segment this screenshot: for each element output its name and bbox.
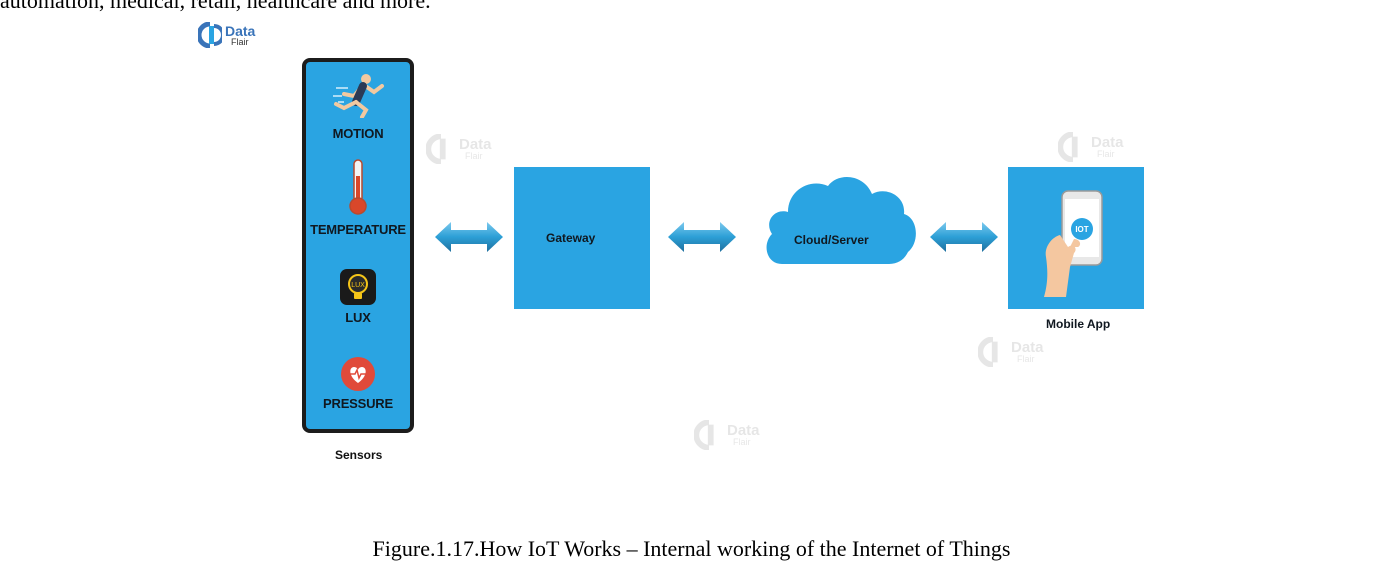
watermark-word-2: Flair — [1097, 149, 1115, 159]
cloud-icon — [766, 176, 916, 264]
watermark-icon — [694, 420, 714, 450]
watermark-word-2: Flair — [733, 437, 751, 447]
dataflair-logo: Data Flair — [198, 22, 255, 48]
bidirectional-arrow-icon — [435, 222, 503, 252]
gateway-label: Gateway — [546, 231, 596, 245]
phone-in-hand-icon: IOT — [1044, 190, 1103, 297]
sensors-caption: Sensors — [335, 448, 383, 462]
watermark-icon — [978, 337, 998, 367]
lux-badge-text: LUX — [351, 282, 365, 289]
heart-pulse-icon — [306, 356, 410, 397]
thermometer-icon — [306, 158, 410, 221]
pressure-label: PRESSURE — [323, 396, 393, 411]
motion-label: MOTION — [332, 126, 384, 141]
lux-label: LUX — [345, 310, 371, 325]
logo-word-1: Data — [225, 22, 256, 39]
watermark-word-1: Data — [727, 422, 760, 439]
watermark-word-2: Flair — [465, 151, 483, 161]
gateway-box: Gateway — [514, 167, 650, 309]
bidirectional-arrow-icon — [668, 222, 736, 252]
dataflair-logo-icon — [198, 22, 222, 48]
motion-icon — [306, 72, 410, 123]
watermark-icon — [1058, 132, 1078, 162]
figure-caption: Figure.1.17.How IoT Works – Internal wor… — [372, 536, 1011, 561]
temperature-label: TEMPERATURE — [310, 222, 406, 237]
cloud-label: Cloud/Server — [794, 233, 869, 247]
intro-text: automation, medical, retail, healthcare … — [0, 0, 431, 13]
lux-bulb-icon: LUX — [306, 268, 410, 311]
watermark-icon — [426, 134, 446, 164]
sensors-panel: MOTION TEMPERATURE LUX LUX — [302, 58, 414, 433]
watermark-word-2: Flair — [1017, 354, 1035, 364]
iot-badge-text: IOT — [1075, 225, 1088, 234]
mobile-app-box: IOT — [1008, 167, 1144, 309]
watermark-word-1: Data — [1091, 134, 1124, 151]
logo-word-2: Flair — [231, 36, 249, 47]
bidirectional-arrow-icon — [930, 222, 998, 252]
mobile-app-label: Mobile App — [1046, 317, 1111, 331]
watermark-word-1: Data — [1011, 339, 1044, 356]
watermark-word-1: Data — [459, 136, 492, 153]
